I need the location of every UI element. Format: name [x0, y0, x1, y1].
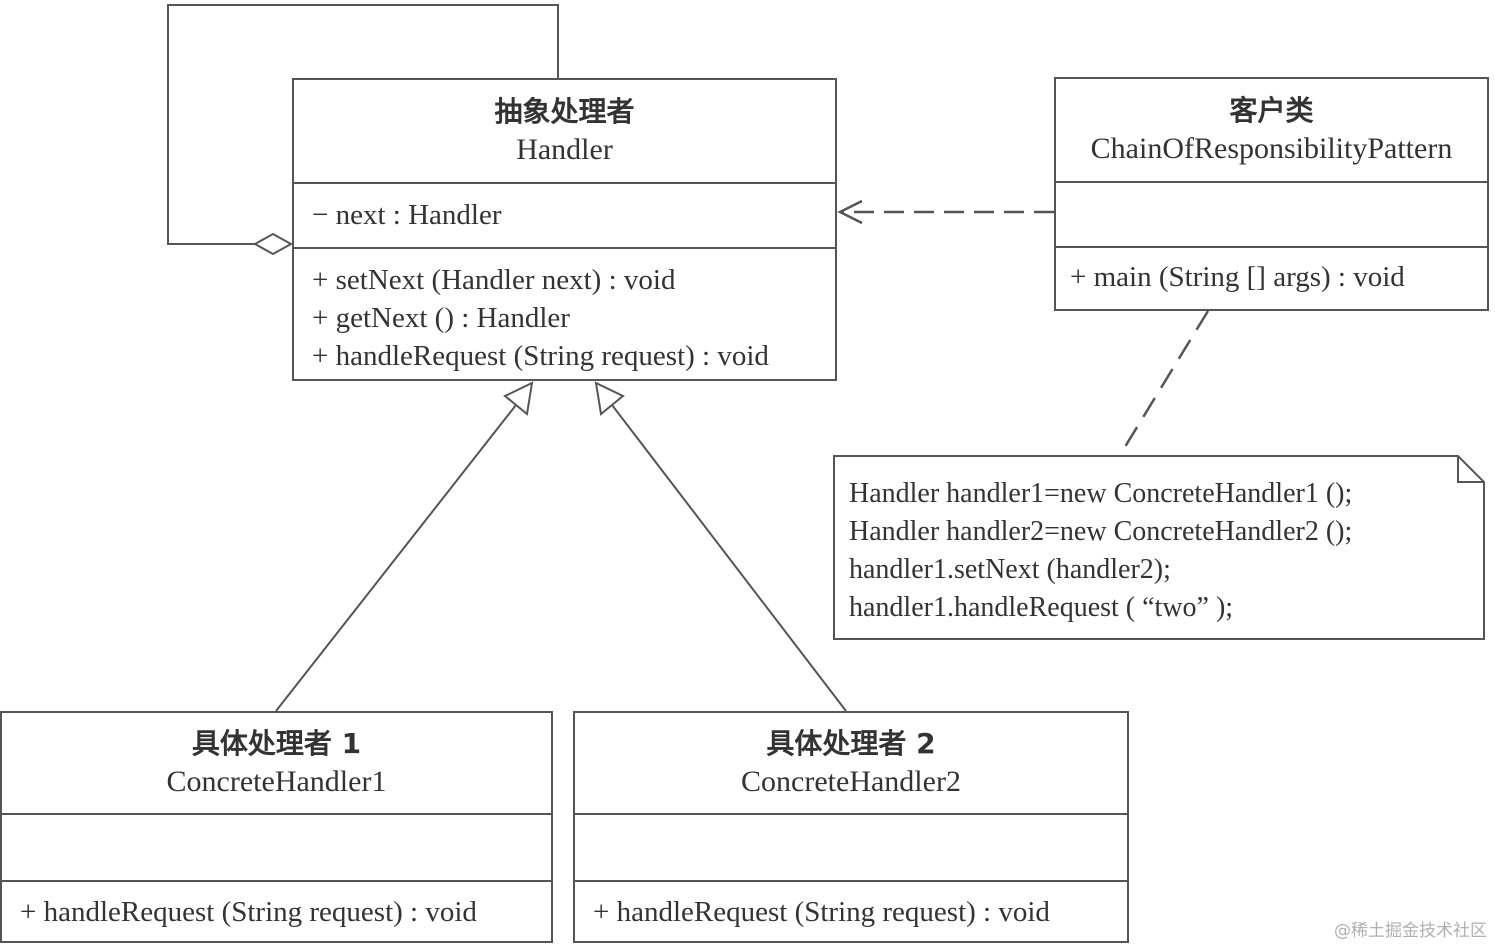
concrete-handler2-method-handlerequest: + handleRequest (String request) : void: [593, 896, 1050, 928]
handler-methods: + setNext (Handler next) : void + getNex…: [294, 247, 835, 379]
concrete-handler1-attributes: [2, 813, 551, 880]
aggregation-diamond: [252, 232, 294, 256]
handler-attributes: − next : Handler: [294, 182, 835, 247]
generalization-arrowhead-1: [503, 381, 534, 416]
concrete-handler1-class-box: 具体处理者 1 ConcreteHandler1 + handleRequest…: [0, 711, 553, 943]
code-note: Handler handler1=new ConcreteHandler1 ()…: [833, 455, 1485, 640]
client-title-cn: 客户类: [1229, 94, 1314, 127]
note-anchor-line: [1118, 310, 1210, 456]
note-shape: [833, 455, 1485, 640]
concrete-handler1-title-cn: 具体处理者 1: [191, 727, 362, 760]
handler-method-setnext: + setNext (Handler next) : void: [312, 264, 676, 296]
concrete-handler2-attributes: [575, 813, 1127, 880]
watermark: @稀土掘金技术社区: [1334, 921, 1487, 941]
concrete-handler1-title-en: ConcreteHandler1: [166, 765, 387, 798]
concrete-handler2-class-box: 具体处理者 2 ConcreteHandler2 + handleRequest…: [573, 711, 1129, 943]
handler-title-cn: 抽象处理者: [494, 95, 635, 128]
client-methods: + main (String [] args) : void: [1056, 246, 1487, 309]
note-line: Handler handler2=new ConcreteHandler2 ()…: [849, 516, 1353, 547]
concrete-handler2-title-cn: 具体处理者 2: [766, 727, 936, 760]
note-line: handler1.setNext (handler2);: [849, 554, 1171, 585]
client-attributes: [1056, 181, 1487, 246]
dependency-arrowhead: [837, 199, 863, 225]
concrete-handler2-methods: + handleRequest (String request) : void: [575, 880, 1127, 941]
client-class-header: 客户类 ChainOfResponsibilityPattern: [1056, 79, 1487, 181]
handler-title-en: Handler: [516, 133, 613, 166]
handler-class-box: 抽象处理者 Handler − next : Handler + setNext…: [292, 78, 837, 381]
concrete-handler1-header: 具体处理者 1 ConcreteHandler1: [2, 713, 551, 813]
note-line: handler1.handleRequest ( “two” );: [849, 592, 1234, 623]
concrete-handler2-title-en: ConcreteHandler2: [741, 765, 961, 798]
client-title-en: ChainOfResponsibilityPattern: [1090, 132, 1453, 165]
client-method-main: + main (String [] args) : void: [1070, 261, 1405, 293]
note-text: Handler handler1=new ConcreteHandler1 ()…: [849, 475, 1352, 627]
aggregation-self-loop: [167, 4, 559, 245]
generalization-line-2: [611, 404, 847, 712]
generalization-line-1: [275, 404, 517, 712]
generalization-arrowhead-2: [594, 381, 625, 416]
concrete-handler2-header: 具体处理者 2 ConcreteHandler2: [575, 713, 1127, 813]
note-line: Handler handler1=new ConcreteHandler1 ()…: [849, 478, 1353, 509]
client-class-box: 客户类 ChainOfResponsibilityPattern + main …: [1054, 77, 1489, 311]
handler-method-handlerequest: + handleRequest (String request) : void: [312, 340, 769, 372]
handler-method-getnext: + getNext () : Handler: [312, 302, 570, 334]
handler-attribute-next: − next : Handler: [312, 199, 502, 231]
concrete-handler1-methods: + handleRequest (String request) : void: [2, 880, 551, 941]
handler-class-header: 抽象处理者 Handler: [294, 80, 835, 182]
concrete-handler1-method-handlerequest: + handleRequest (String request) : void: [20, 896, 477, 928]
